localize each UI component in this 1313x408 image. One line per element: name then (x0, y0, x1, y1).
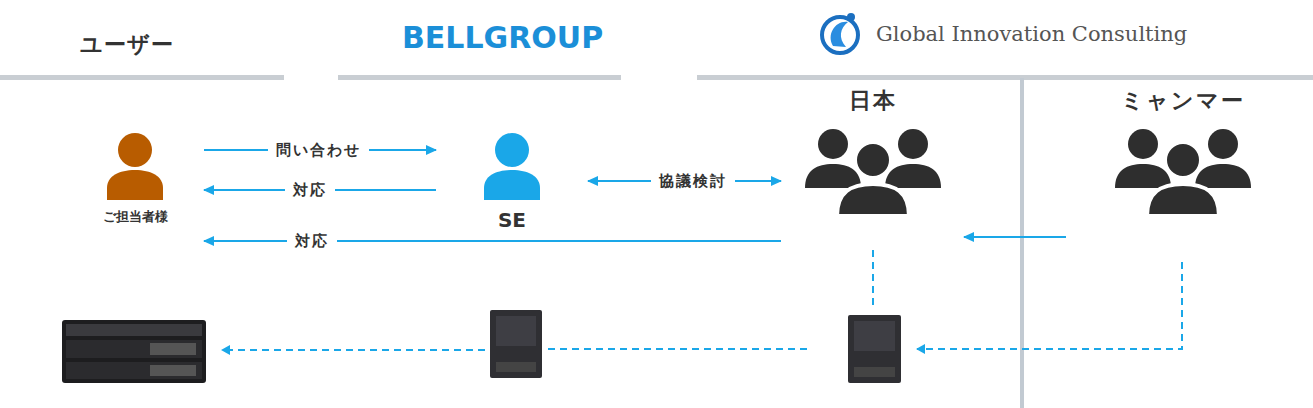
person-icon (70, 130, 200, 202)
arrow-label: 対応 (285, 181, 335, 200)
column-header: ユーザー (80, 30, 174, 60)
company-logo: Global Innovation Consulting (876, 22, 1187, 46)
tower-server (848, 315, 901, 383)
gic-logo-mark (822, 13, 858, 53)
rack-server (62, 320, 206, 383)
region-divider (1020, 78, 1024, 408)
header-rule (338, 75, 621, 80)
person-icon (785, 126, 960, 218)
myanmar-team: ミャンマー (1070, 86, 1295, 218)
header-rule (0, 75, 284, 80)
tower-server (490, 310, 542, 378)
flow-arrow (964, 236, 1066, 238)
japan-team: 日本 (785, 86, 960, 218)
person-icon (1070, 126, 1295, 218)
data-flow (222, 250, 1182, 350)
arrow-label: 協議検討 (651, 172, 735, 191)
node-label: SE (440, 208, 584, 232)
header-rule (697, 75, 1313, 80)
arrow-label: 問い合わせ (268, 141, 369, 160)
person-icon (440, 130, 584, 202)
user-person: ご担当者様 (70, 130, 200, 226)
company-logo: BELLGROUP (402, 20, 603, 55)
node-label: 日本 (785, 86, 960, 116)
arrow-label: 対応 (287, 232, 337, 251)
se-person: SE (440, 130, 584, 232)
node-label: ご担当者様 (70, 208, 200, 226)
node-label: ミャンマー (1070, 86, 1295, 116)
